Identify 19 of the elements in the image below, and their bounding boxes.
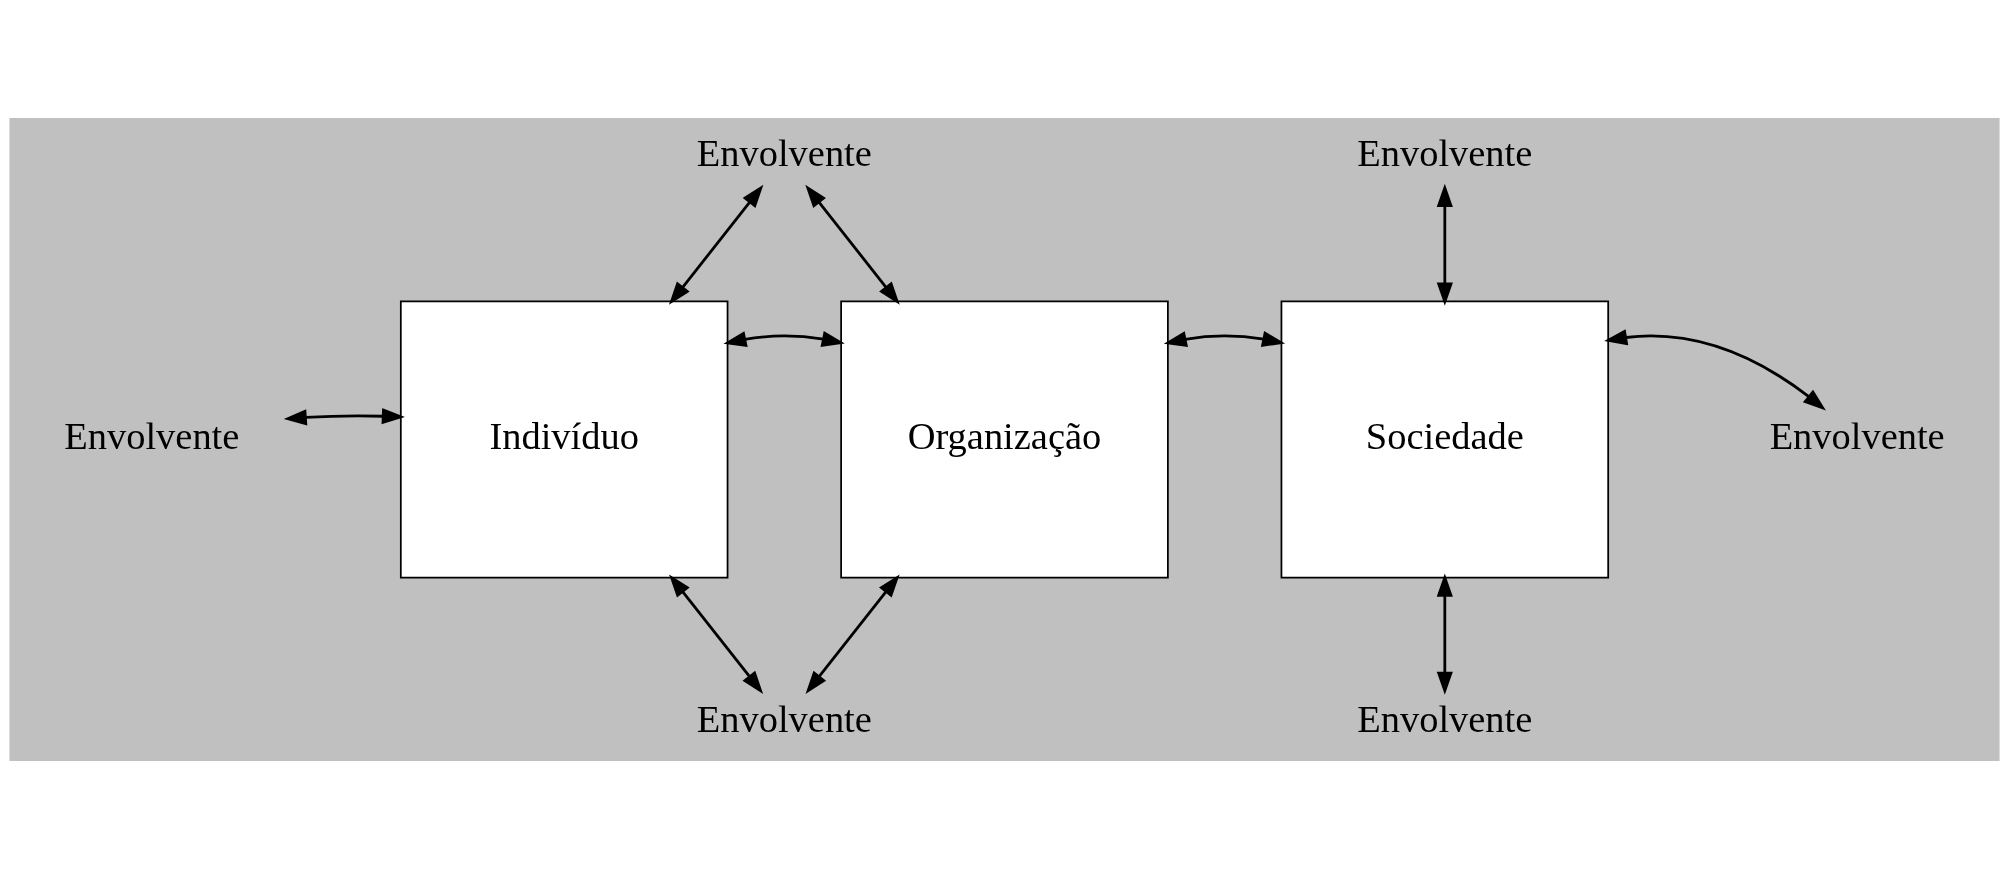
node-text: Envolvente — [696, 698, 872, 741]
node-text: Envolvente — [696, 132, 872, 175]
node-text: Envolvente — [1769, 415, 1945, 458]
arrow — [723, 331, 845, 347]
arrow — [1436, 573, 1453, 695]
arrow — [1604, 329, 1826, 411]
arrow — [283, 408, 405, 426]
arrow — [669, 574, 764, 694]
arrow — [805, 574, 900, 694]
arrow — [805, 184, 900, 305]
node-text: Envolvente — [1357, 132, 1533, 175]
node-text: Envolvente — [1357, 698, 1533, 741]
arrow — [1436, 183, 1453, 306]
node-box: Sociedade — [1280, 300, 1610, 579]
node-box: Organização — [840, 300, 1169, 579]
arrow — [668, 184, 764, 305]
node-text: Envolvente — [64, 415, 240, 458]
arrow — [1163, 331, 1286, 347]
node-box: Indivíduo — [399, 300, 729, 579]
